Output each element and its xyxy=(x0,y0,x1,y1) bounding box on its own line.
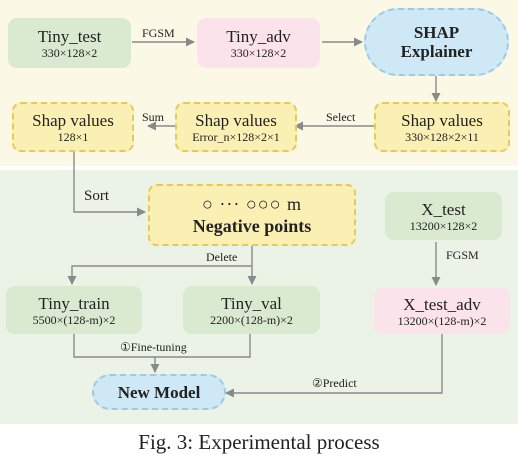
tiny-train-shape: 5500×(128-m)×2 xyxy=(32,312,116,327)
x-test-title: X_test xyxy=(421,199,466,219)
tiny-val-shape: 2200×(128-m)×2 xyxy=(210,312,293,327)
figure-caption: Fig. 3: Experimental process xyxy=(138,430,380,454)
x-test-adv-shape: 13200×(128-m)×2 xyxy=(397,313,487,328)
tiny-adv-title: Tiny_adv xyxy=(226,26,291,46)
tiny-test-box: Tiny_test 330×128×2 xyxy=(8,18,131,68)
x-test-adv-title: X_test_adv xyxy=(403,294,481,314)
shap-values-left-box: Shap values 128×1 xyxy=(12,102,134,152)
edge-label-sum: Sum xyxy=(142,110,165,124)
shap-values-left-shape: 128×1 xyxy=(57,129,89,144)
tiny-adv-box: Tiny_adv 330×128×2 xyxy=(197,18,320,68)
shap-values-right-box: Shap values 330×128×2×11 xyxy=(374,102,510,152)
shap-explainer-title2: Explainer xyxy=(400,42,473,61)
tiny-val-title: Tiny_val xyxy=(221,293,282,313)
new-model-box: New Model xyxy=(92,374,226,410)
tiny-train-title: Tiny_train xyxy=(38,293,110,313)
edge-label-select: Select xyxy=(326,110,356,124)
edge-label-fgsm-top: FGSM xyxy=(142,26,175,40)
shap-values-right-shape: 330×128×2×11 xyxy=(405,129,479,144)
edge-label-sort: Sort xyxy=(84,188,110,204)
edge-fine-tuning-train xyxy=(73,333,251,358)
edge-predict xyxy=(225,332,443,398)
tiny-test-shape: 330×128×2 xyxy=(41,45,98,60)
shap-values-right-title: Shap values xyxy=(401,110,483,130)
shap-values-mid-shape: Error_n×128×2×1 xyxy=(192,129,280,144)
shap-values-left-title: Shap values xyxy=(32,110,114,130)
edge-label-predict: ②Predict xyxy=(312,376,357,390)
shap-values-mid-title: Shap values xyxy=(195,110,277,130)
shap-explainer-box: SHAP Explainer xyxy=(364,8,509,76)
edge-label-fine-tuning: ①Fine-tuning xyxy=(120,340,187,354)
tiny-train-box: Tiny_train 5500×(128-m)×2 xyxy=(6,286,142,334)
tiny-val-box: Tiny_val 2200×(128-m)×2 xyxy=(183,286,320,334)
edge-sort xyxy=(73,152,146,217)
negative-points-title: Negative points xyxy=(192,215,312,236)
x-test-shape: 13200×128×2 xyxy=(409,218,478,233)
negative-points-symbols: ○ ··· ○○○ m xyxy=(202,193,302,214)
x-test-box: X_test 13200×128×2 xyxy=(385,192,502,240)
new-model-title: New Model xyxy=(117,382,201,402)
tiny-test-title: Tiny_test xyxy=(37,26,102,46)
negative-points-box: ○ ··· ○○○ m Negative points xyxy=(148,184,356,246)
shap-values-mid-box: Shap values Error_n×128×2×1 xyxy=(175,102,297,152)
shap-explainer-title: SHAP xyxy=(413,23,460,42)
tiny-adv-shape: 330×128×2 xyxy=(230,45,287,60)
edge-delete-train xyxy=(67,265,252,285)
x-test-adv-box: X_test_adv 13200×(128-m)×2 xyxy=(374,288,510,334)
edge-label-delete: Delete xyxy=(206,250,238,264)
edge-label-fgsm-right: FGSM xyxy=(446,248,479,262)
